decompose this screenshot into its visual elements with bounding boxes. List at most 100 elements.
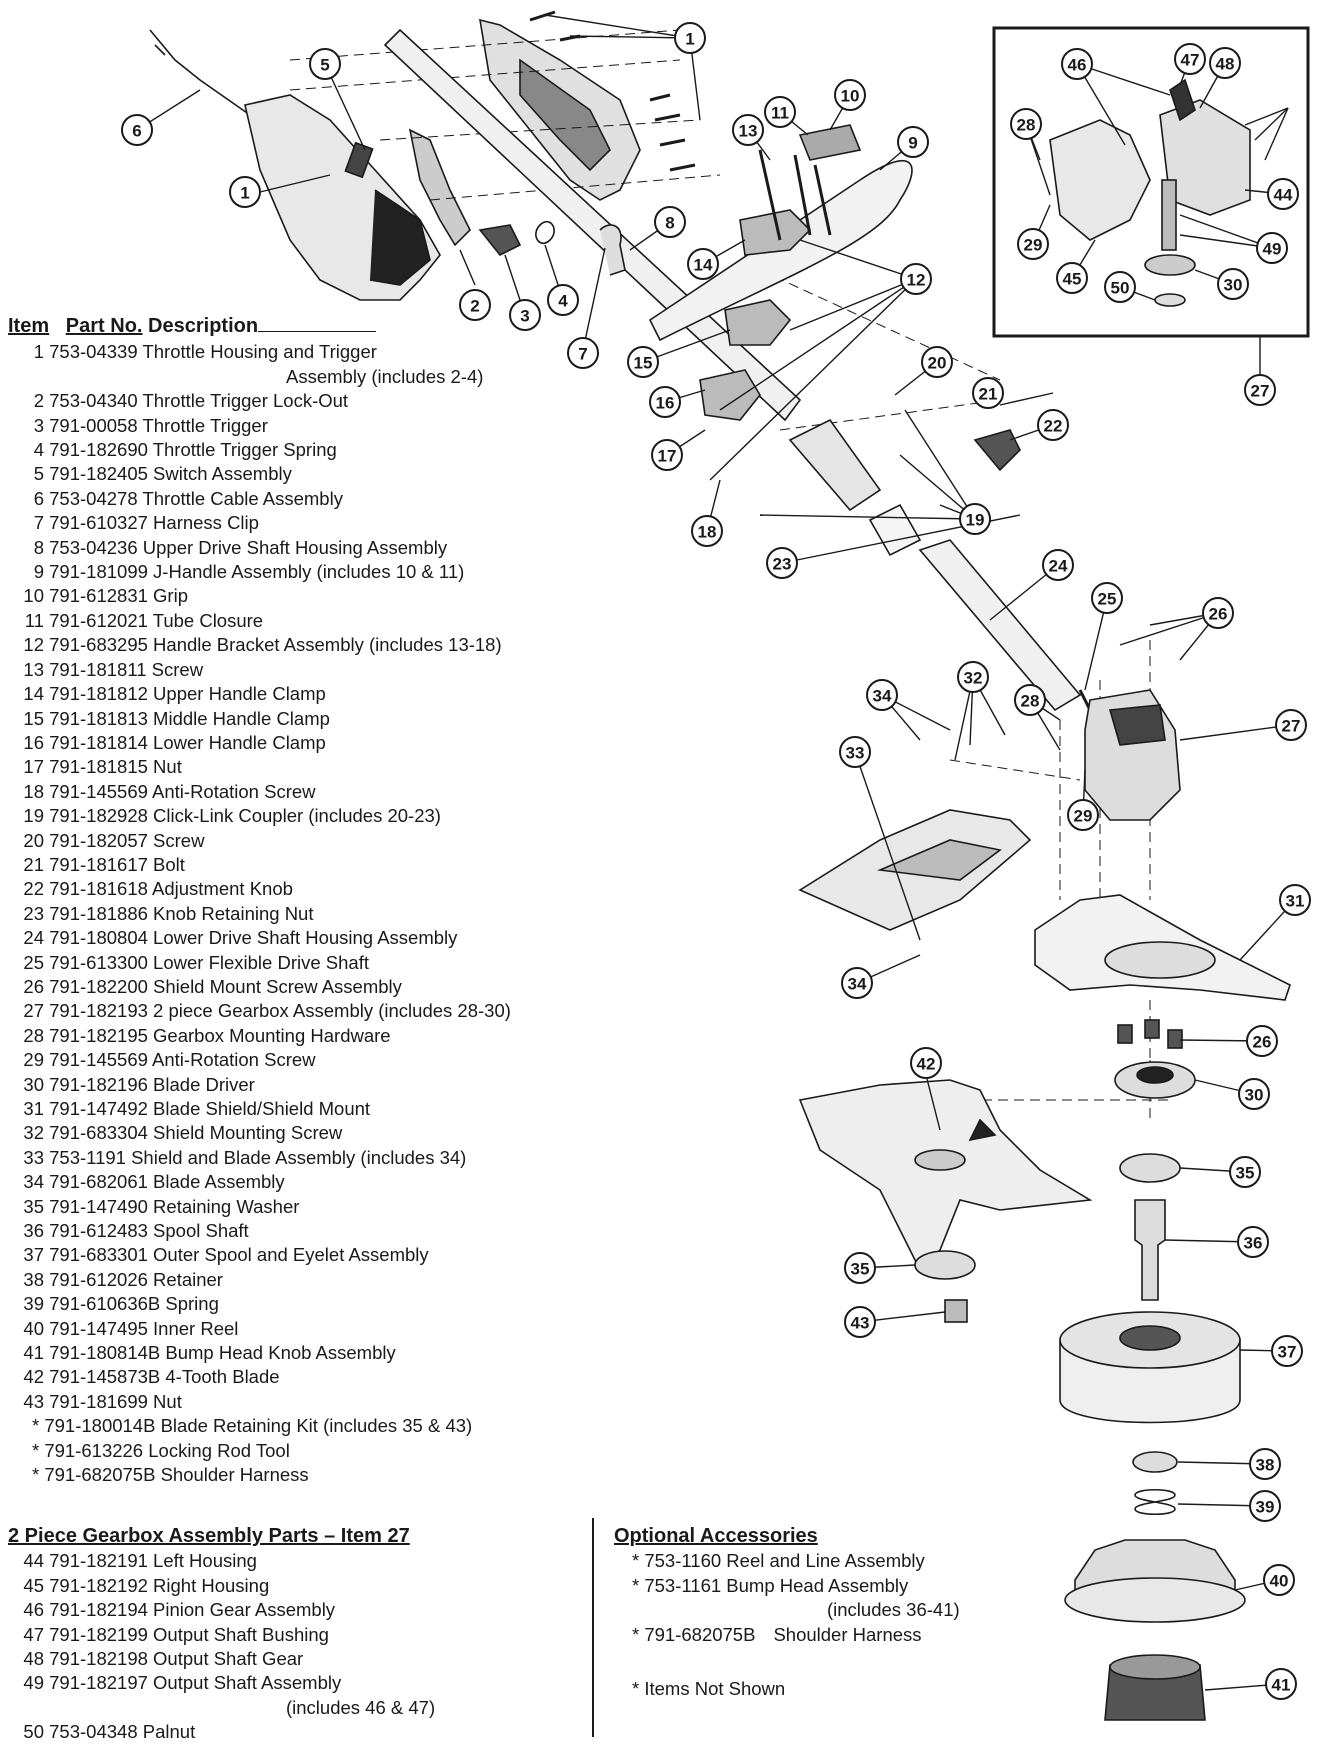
callout-label: 44 xyxy=(1274,186,1293,205)
parts-list-row: 27 791-182193 2 piece Gearbox Assembly (… xyxy=(8,999,588,1023)
callout-label: 3 xyxy=(520,307,529,326)
item-number: 2 xyxy=(33,390,44,412)
callout-label: 27 xyxy=(1251,382,1270,401)
item-number: 4 xyxy=(33,439,44,461)
parts-list-row: 44 791-182191 Left Housing xyxy=(8,1549,568,1573)
callout-label: 26 xyxy=(1253,1033,1272,1052)
item-number: 30 xyxy=(23,1073,44,1095)
callout-label: 19 xyxy=(966,511,985,530)
parts-list-row: 40 791-147495 Inner Reel xyxy=(8,1317,588,1341)
callout-38: 38 xyxy=(1249,1448,1281,1480)
part-description: Harness Clip xyxy=(153,512,259,534)
parts-list-row: 50 753-04348 Palnut xyxy=(8,1720,568,1744)
callout-29: 29 xyxy=(1067,799,1099,831)
callout-label: 17 xyxy=(658,447,677,466)
callout-37: 37 xyxy=(1271,1335,1303,1367)
parts-list-row: 10 791-612831 Grip xyxy=(8,584,588,608)
callout-label: 35 xyxy=(1236,1164,1255,1183)
part-number: 791-612021 xyxy=(49,609,148,631)
part-number: 791-182690 xyxy=(49,439,148,461)
item-number: 16 xyxy=(23,731,44,753)
callout-32: 32 xyxy=(957,661,989,693)
part-description: Blade Driver xyxy=(153,1073,255,1095)
part-description: Screw xyxy=(153,829,205,851)
callout-41: 41 xyxy=(1265,1668,1297,1700)
callout-label: 41 xyxy=(1272,1676,1291,1695)
part-number: 791-683304 xyxy=(49,1122,148,1144)
optional-item: * 753-1161 Bump Head Assembly xyxy=(632,1574,909,1596)
parts-list-row: 5 791-182405 Switch Assembly xyxy=(8,462,588,486)
parts-list-row: 46 791-182194 Pinion Gear Assembly xyxy=(8,1598,568,1622)
item-number: 50 xyxy=(23,1721,44,1743)
part-number: 791-682061 xyxy=(49,1171,148,1193)
callout-17: 17 xyxy=(651,439,683,471)
part-description: Right Housing xyxy=(153,1574,270,1596)
callout-label: 36 xyxy=(1244,1234,1263,1253)
item-number: 13 xyxy=(23,658,44,680)
item-number: 40 xyxy=(23,1317,44,1339)
callout-label: 30 xyxy=(1245,1086,1264,1105)
callout-label: 42 xyxy=(917,1055,936,1074)
callout-7: 7 xyxy=(567,337,599,369)
not-shown-item: * 791-613226 Locking Rod Tool xyxy=(32,1439,290,1461)
part-description: Grip xyxy=(153,585,188,607)
part-description: Output Shaft Bushing xyxy=(153,1623,329,1645)
part-description: Shield Mount Screw Assembly xyxy=(153,975,402,997)
gearbox-parts-section: 2 Piece Gearbox Assembly Parts – Item 27… xyxy=(8,1524,568,1745)
part-description-cont: (includes 46 & 47) xyxy=(286,1696,436,1718)
part-number: 791-182191 xyxy=(49,1550,148,1572)
throttle-trigger-drawing xyxy=(408,128,471,247)
parts-list-row: 15 791-181813 Middle Handle Clamp xyxy=(8,707,588,731)
callout-35: 35 xyxy=(844,1252,876,1284)
part-description: Bump Head Knob Assembly xyxy=(165,1342,396,1364)
leader-lines xyxy=(136,14,1296,1691)
item-number: 11 xyxy=(24,609,44,631)
callout-label: 11 xyxy=(771,104,789,123)
part-description: Throttle Trigger Spring xyxy=(152,439,337,461)
callout-20: 20 xyxy=(921,346,953,378)
callout-18: 18 xyxy=(691,515,723,547)
item-number: 49 xyxy=(23,1672,44,1694)
parts-list-row: 49 791-182197 Output Shaft Assembly xyxy=(8,1671,568,1695)
callout-46: 46 xyxy=(1061,48,1093,80)
part-description: Output Shaft Gear xyxy=(153,1648,304,1670)
callout-label: 24 xyxy=(1049,557,1068,576)
callout-label: 49 xyxy=(1263,240,1282,259)
parts-list-row: 42 791-145873B 4-Tooth Blade xyxy=(8,1365,588,1389)
parts-list-row: 23 791-181886 Knob Retaining Nut xyxy=(8,902,588,926)
coupler-drawing xyxy=(788,418,882,512)
part-number: 791-182200 xyxy=(49,975,148,997)
parts-list-row: 13 791-181811 Screw xyxy=(8,658,588,682)
part-number: 791-182197 xyxy=(49,1672,148,1694)
parts-list-row: 24 791-180804 Lower Drive Shaft Housing … xyxy=(8,926,588,950)
callout-36: 36 xyxy=(1237,1226,1269,1258)
not-shown-rows: * 791-180014B Blade Retaining Kit (inclu… xyxy=(8,1414,588,1487)
callout-8: 8 xyxy=(654,206,686,238)
callout-26: 26 xyxy=(1202,597,1234,629)
parts-list-row: 1 753-04339 Throttle Housing and Trigger xyxy=(8,340,588,364)
part-number: 753-04278 xyxy=(49,487,138,509)
callout-30: 30 xyxy=(1217,268,1249,300)
part-description: Retaining Washer xyxy=(153,1195,300,1217)
part-description: Palnut xyxy=(142,1721,196,1743)
part-number: 791-181812 xyxy=(49,683,148,705)
part-number: 791-182192 xyxy=(49,1574,148,1596)
callout-label: 5 xyxy=(320,56,329,75)
callout-26: 26 xyxy=(1246,1025,1278,1057)
item-number: 14 xyxy=(23,683,44,705)
part-number: 791-683301 xyxy=(49,1244,148,1266)
callout-label: 18 xyxy=(698,523,717,542)
parts-list-row: 17 791-181815 Nut xyxy=(8,755,588,779)
part-description: Knob Retaining Nut xyxy=(153,902,314,924)
header-description: Description xyxy=(148,315,259,337)
gearbox-section-title: 2 Piece Gearbox Assembly Parts – Item 27 xyxy=(8,1525,410,1547)
part-description-cont: Assembly (includes 2-4) xyxy=(286,365,484,387)
callout-label: 6 xyxy=(132,122,141,141)
callout-label: 1 xyxy=(240,184,249,203)
part-description: J-Handle Assembly (includes 10 & 11) xyxy=(153,561,465,583)
callout-34: 34 xyxy=(866,679,898,711)
part-description: Retainer xyxy=(153,1268,223,1290)
parts-list-row: 14 791-181812 Upper Handle Clamp xyxy=(8,682,588,706)
